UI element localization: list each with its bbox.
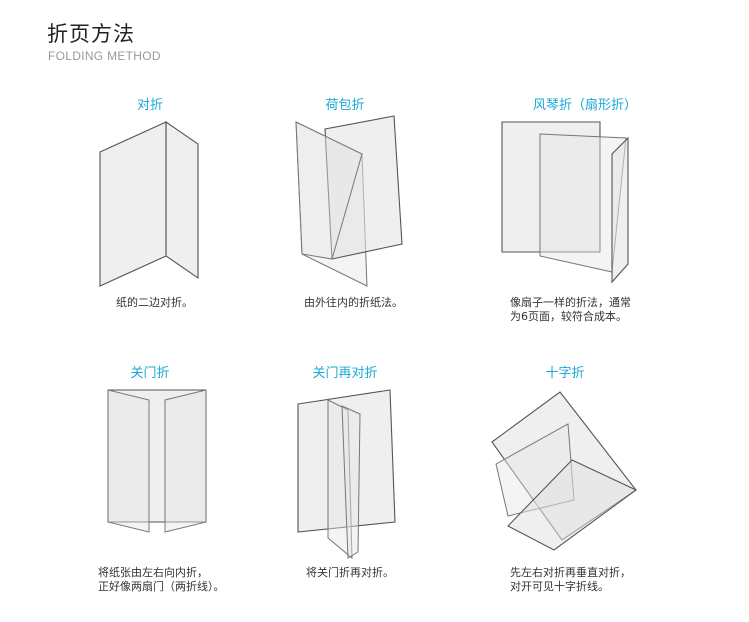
method-accordion-fold: 风琴折（扇形折） — [470, 94, 700, 354]
method-desc: 将关门折再对折。 — [306, 566, 394, 579]
double-gate-fold-diagram — [297, 389, 396, 560]
method-desc: 纸的二边对折。 — [116, 296, 193, 309]
method-desc: 由外往内的折纸法。 — [304, 296, 403, 309]
method-label: 十字折 — [545, 366, 585, 381]
fold-panel-right — [165, 120, 199, 280]
method-desc: 将纸张由左右向内折， 正好像两扇门（两折线）。 — [98, 566, 225, 593]
fold-panel-front — [295, 121, 363, 260]
method-label: 对折 — [136, 98, 163, 113]
method-label: 荷包折 — [325, 98, 365, 113]
page-title: 折页方法 — [47, 22, 135, 46]
gate-door-left — [107, 389, 150, 533]
gate-door-right — [164, 389, 207, 533]
fold-panel-back — [297, 389, 396, 533]
letter-fold-diagram — [295, 115, 403, 287]
method-label: 关门折 — [130, 366, 170, 381]
gate-fold-diagram — [107, 389, 207, 533]
fold-panel-front — [341, 405, 361, 559]
method-cross-fold: 十字折 — [450, 362, 680, 622]
method-gate-fold: 关门折 — [35, 362, 265, 622]
method-double-gate-fold: 关门再对折 — [230, 362, 460, 622]
accordion-fold-diagram — [501, 121, 629, 284]
fold-panel-3 — [611, 136, 629, 284]
fold-panel-left — [99, 121, 167, 287]
page-subtitle: FOLDING METHOD — [48, 49, 161, 63]
fold-panel-middle — [324, 115, 403, 260]
fold-panel-front — [507, 459, 638, 551]
method-letter-fold: 荷包折 — [230, 94, 460, 354]
method-desc: 先左右对折再垂直对折， 对开可见十字折线。 — [510, 566, 631, 593]
fold-panel-1 — [501, 121, 601, 253]
method-label: 风琴折（扇形折） — [532, 98, 637, 113]
method-desc: 像扇子一样的折法，通常 为6页面，较符合成本。 — [510, 296, 631, 323]
cross-fold-diagram — [491, 391, 638, 551]
method-half-fold: 对折 — [35, 94, 265, 354]
method-label: 关门再对折 — [312, 366, 378, 381]
half-fold-diagram — [99, 120, 199, 287]
